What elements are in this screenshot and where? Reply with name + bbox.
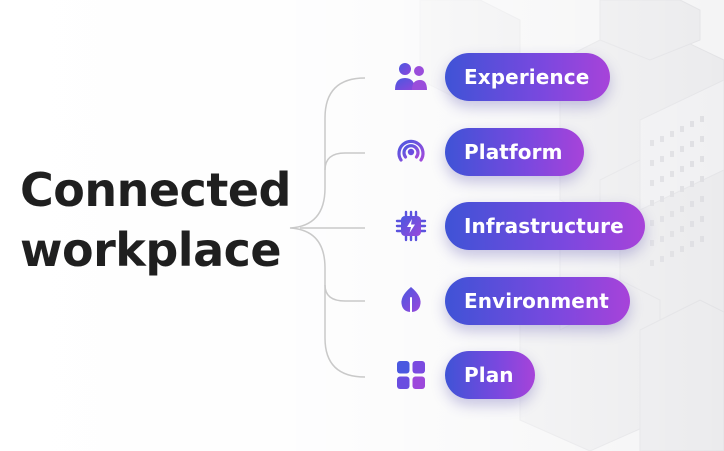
headline-line-1: Connected bbox=[20, 163, 291, 217]
item-experience: Experience bbox=[393, 53, 611, 101]
leaf-icon bbox=[393, 283, 429, 319]
broadcast-icon bbox=[393, 134, 429, 170]
item-infrastructure: Infrastructure bbox=[393, 202, 645, 250]
experience-button[interactable]: Experience bbox=[445, 53, 611, 101]
grid-icon bbox=[393, 357, 429, 393]
infrastructure-button[interactable]: Infrastructure bbox=[445, 202, 645, 250]
item-plan: Plan bbox=[393, 351, 535, 399]
headline: Connected workplace bbox=[20, 160, 300, 280]
item-platform: Platform bbox=[393, 128, 584, 176]
headline-line-2: workplace bbox=[20, 223, 282, 277]
chip-icon bbox=[393, 208, 429, 244]
people-icon bbox=[393, 59, 429, 95]
item-environment: Environment bbox=[393, 277, 630, 325]
environment-button[interactable]: Environment bbox=[445, 277, 630, 325]
platform-button[interactable]: Platform bbox=[445, 128, 584, 176]
plan-button[interactable]: Plan bbox=[445, 351, 535, 399]
